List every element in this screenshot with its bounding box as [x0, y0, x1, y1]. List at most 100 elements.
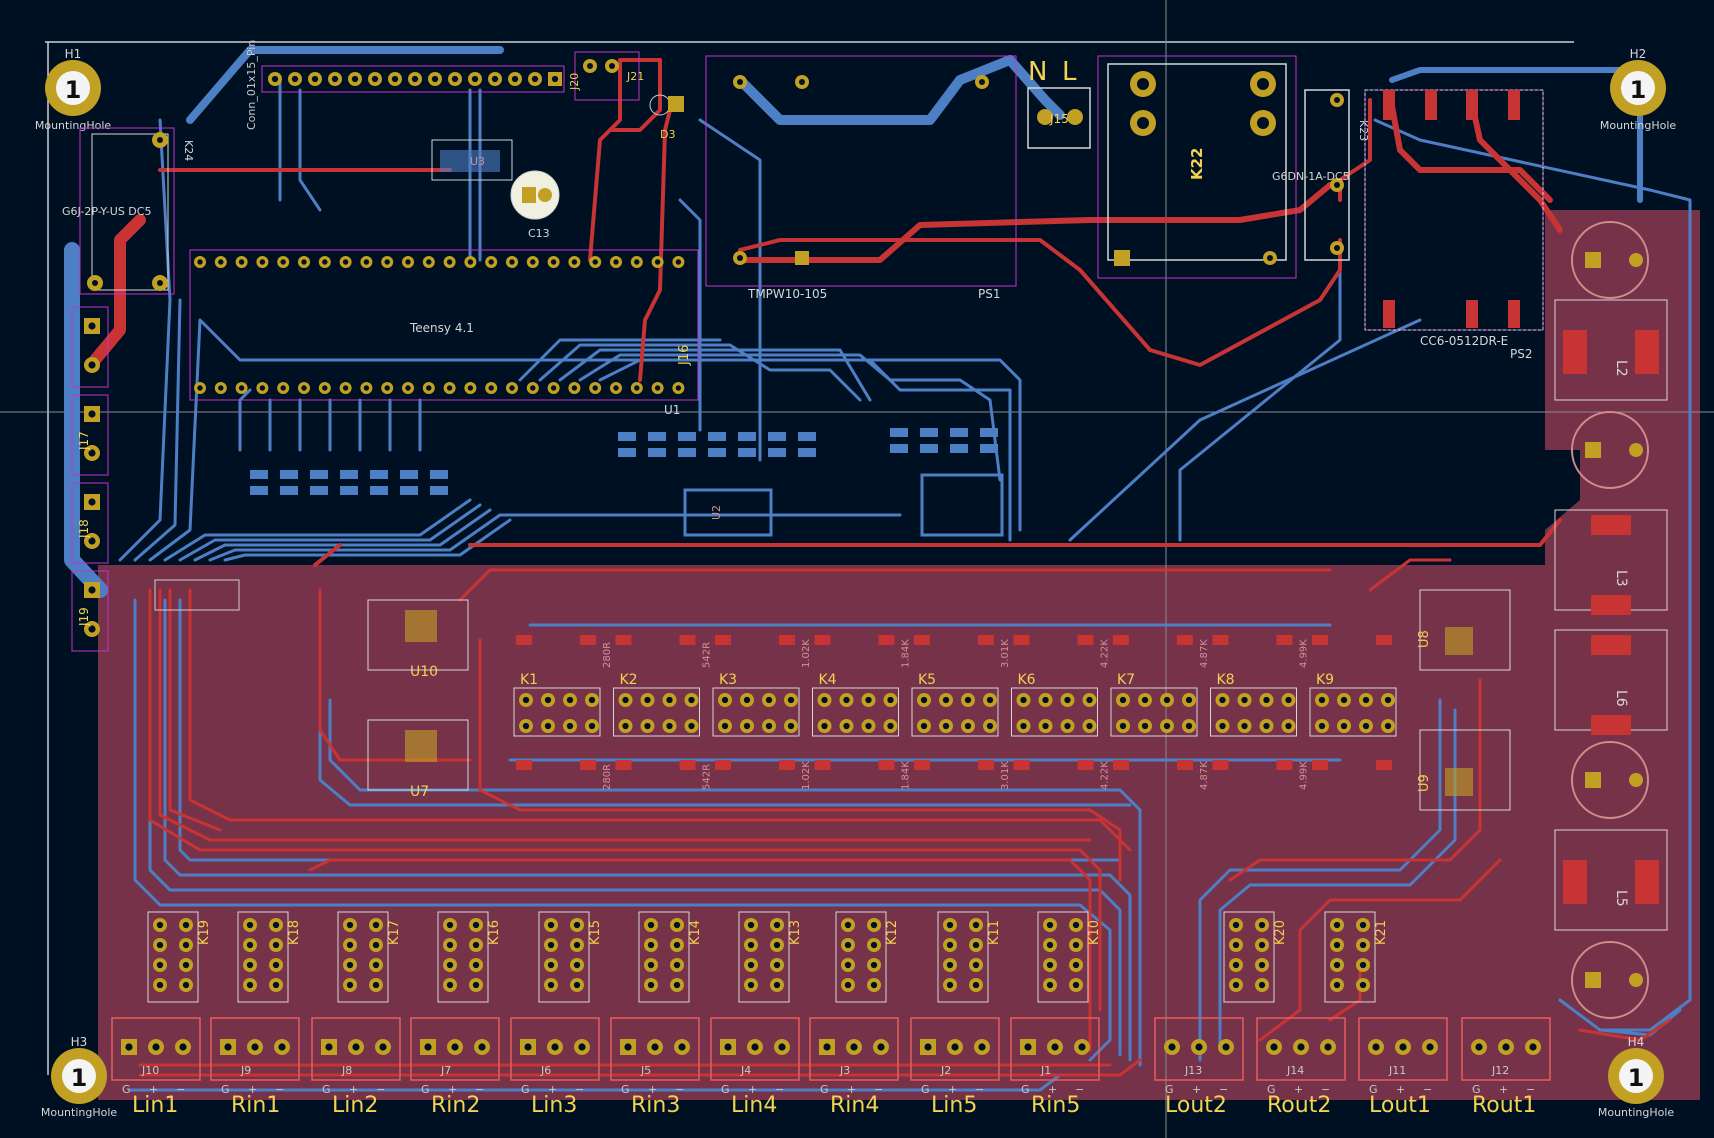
pad-drill [544, 722, 552, 730]
pin-label-plus: + [149, 1083, 158, 1096]
pad-drill [1086, 722, 1093, 730]
pad-drill [182, 921, 190, 929]
inductor-outline [1554, 829, 1668, 931]
smd-pad [708, 448, 726, 457]
pad-drill [1219, 696, 1226, 704]
relay-label: K14 [688, 920, 703, 945]
relay-k23: K23 G6DN-1A-DC5 [1272, 89, 1370, 261]
inductor-label: L5 [1613, 890, 1629, 907]
pad [1585, 252, 1601, 268]
svg-text:U3: U3 [470, 155, 485, 168]
pin-label-plus: + [948, 1083, 957, 1096]
smd-pad [1013, 760, 1030, 770]
pad-drill [972, 981, 980, 989]
pad-drill [942, 722, 950, 730]
connector-ref: J4 [740, 1064, 751, 1077]
pad-drill [870, 981, 878, 989]
ic-left [154, 579, 240, 611]
relay-label: K8 [1217, 672, 1235, 688]
relay-k24: G6J-2P-Y-US DC5 K24 [62, 127, 195, 295]
pad-drill [1359, 921, 1367, 929]
svg-text:C13: C13 [528, 227, 550, 240]
pad-drill [291, 75, 299, 83]
pad-drill [634, 259, 640, 265]
resistor-value: 4.87K [1199, 761, 1210, 790]
pad-drill [372, 981, 380, 989]
pad-drill [224, 1043, 232, 1051]
pad-drill [547, 981, 555, 989]
pad-drill [218, 385, 224, 391]
smd-pad [280, 470, 298, 479]
pad-drill [530, 385, 536, 391]
connector-label: Lout1 [1369, 1093, 1431, 1118]
pad-drill [887, 722, 894, 730]
inductor-outline [1554, 299, 1668, 401]
svg-text:Conn_01x15_Pin: Conn_01x15_Pin [245, 40, 258, 130]
smd-pad [310, 470, 328, 479]
pad-drill [446, 385, 453, 391]
relay-outline [613, 687, 700, 737]
smd-pad [1376, 760, 1392, 770]
pad-drill [1270, 1043, 1278, 1051]
mounting-hole-h3: 1 H3 MountingHole [41, 1035, 118, 1119]
resistor-value: 3.01K [1000, 761, 1011, 790]
relay-outline [1210, 687, 1297, 737]
pad-drill [1362, 696, 1370, 704]
connector-ref: J7 [440, 1064, 451, 1077]
pad-drill [1362, 722, 1370, 730]
svg-text:U10: U10 [410, 664, 438, 680]
resistor-value: 1.02K [801, 639, 812, 668]
pad-drill [472, 981, 480, 989]
pad-drill [1232, 921, 1240, 929]
relay-label: K13 [788, 920, 803, 945]
resistor-value: 4.99K [1299, 761, 1310, 790]
pad-drill [547, 941, 555, 949]
pad-drill [887, 696, 894, 704]
pad-drill [647, 941, 655, 949]
pad-drill [613, 259, 619, 265]
pin-label-g: G [1472, 1083, 1481, 1096]
smd-pad [708, 432, 726, 441]
smd-pad [878, 760, 895, 770]
mains-terminal-j15: N L J15 [1027, 57, 1091, 149]
connector-ref: J11 [1388, 1064, 1406, 1077]
pad-drill [238, 385, 245, 391]
pad-drill [424, 1043, 432, 1051]
diode-d3: D3 [649, 94, 684, 141]
pad-drill [566, 696, 574, 704]
pad-drill [870, 921, 878, 929]
relay-label: K17 [387, 920, 402, 945]
pad-drill [773, 961, 781, 969]
pad-drill [566, 722, 574, 730]
pin-label-plus: + [349, 1083, 358, 1096]
header-connector-15pin: Conn_01x15_Pin [245, 40, 565, 130]
pad-drill [1222, 1043, 1230, 1051]
connector-label: Rin4 [830, 1093, 879, 1118]
relay-outline [638, 911, 690, 1003]
pad-drill [787, 722, 795, 730]
relay-outline [911, 687, 999, 737]
pad-drill [1078, 1043, 1086, 1051]
smd-pad [814, 760, 831, 770]
pad-drill [1141, 722, 1149, 730]
pin-label-minus: − [575, 1083, 584, 1096]
pad-drill [1372, 1043, 1380, 1051]
smd-pad [738, 448, 756, 457]
pad-drill [964, 696, 972, 704]
pad-drill [391, 75, 399, 83]
smd-pad [400, 470, 418, 479]
pin-label-minus: − [475, 1083, 484, 1096]
connector-label: Lin5 [931, 1093, 977, 1118]
svg-text:U1: U1 [664, 403, 680, 417]
relay-outline [1011, 687, 1098, 737]
pad-drill [272, 961, 280, 969]
inductor-ring [1571, 941, 1649, 1019]
smd-pad [370, 470, 388, 479]
smd-pad [779, 635, 795, 645]
inductor-label: L6 [1613, 690, 1629, 707]
side-connector-outline [71, 570, 109, 652]
pad-drill [1168, 1043, 1176, 1051]
pad-drill [843, 696, 850, 704]
smd-pad [648, 432, 666, 441]
